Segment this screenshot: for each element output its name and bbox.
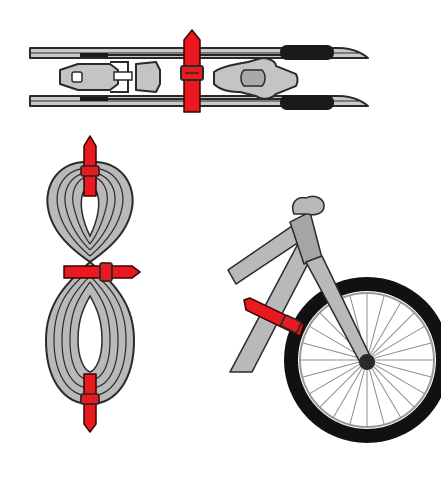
ski-strap <box>180 29 204 113</box>
bike-strap <box>243 297 305 337</box>
rope-strap-bottom <box>80 373 100 433</box>
rope-strands-bottom <box>53 269 127 397</box>
bike-scene <box>227 195 441 443</box>
rope-strands-top <box>56 167 124 257</box>
rope-scene <box>45 135 141 433</box>
tire <box>284 277 441 443</box>
rope-strap-middle <box>63 262 141 282</box>
toe-binding <box>213 57 299 100</box>
wheel-spokes <box>300 293 434 427</box>
strap-buckle-icon <box>99 262 113 282</box>
strap-buckle-icon <box>280 314 302 334</box>
rope-strap-top <box>80 135 100 197</box>
skis-scene <box>29 29 369 113</box>
rear-binding <box>59 61 161 93</box>
pole-grip-icon <box>280 95 334 110</box>
handlebar-stem-icon <box>292 195 325 216</box>
wheel-hub <box>359 354 375 370</box>
pole-grip-icon <box>280 45 334 60</box>
